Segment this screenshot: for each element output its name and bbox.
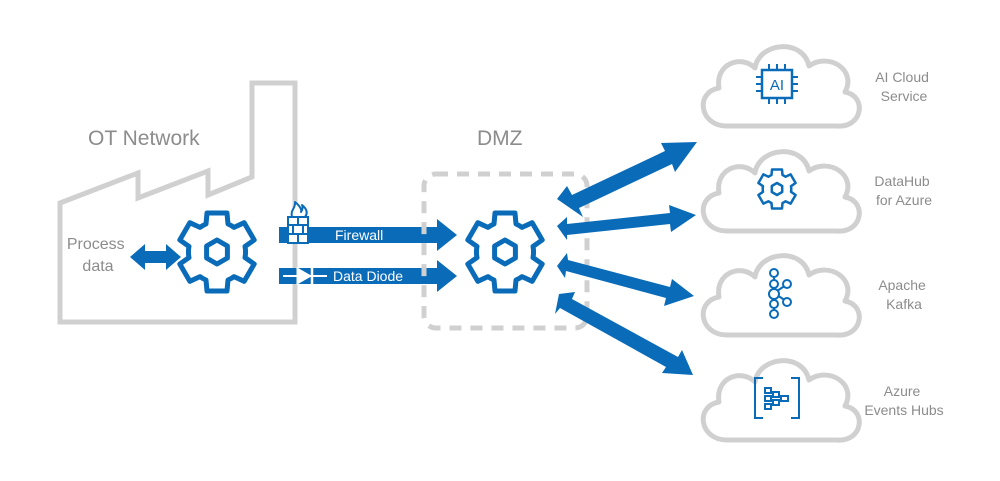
event-hubs-node [703, 361, 859, 440]
firewall-icon [287, 201, 309, 244]
factory-outline [57, 80, 298, 325]
ai-chip-text: AI [770, 77, 784, 94]
outgoing-arrows [555, 142, 697, 375]
data-diode-label: Data Diode [333, 268, 403, 284]
ot-network-title: OT Network [88, 127, 200, 150]
ai-cloud-service-node: AI [703, 47, 859, 126]
double-arrow-icon [130, 244, 181, 270]
kafka-label: Apache Kafka [878, 277, 929, 312]
arrow-to-datahub [557, 205, 696, 240]
firewall-arrow [279, 219, 457, 251]
ot-gear-icon [180, 213, 254, 291]
dmz-gear-icon [468, 213, 542, 291]
firewall-label: Firewall [335, 227, 383, 243]
dmz-boundary [421, 171, 590, 331]
process-data-label: Process data [67, 236, 129, 275]
ai-cloud-service-label: AI Cloud Service [875, 69, 933, 104]
diode-icon [283, 267, 327, 285]
datahub-label: DataHub for Azure [874, 173, 933, 208]
dmz-title: DMZ [477, 127, 523, 150]
datahub-node [703, 152, 859, 231]
kafka-icon [768, 268, 792, 319]
event-hubs-icon [754, 377, 800, 419]
arrow-to-event-hubs [555, 292, 693, 375]
arrow-to-ai-cloud [557, 142, 697, 217]
arrow-to-kafka [557, 253, 694, 306]
ai-chip-icon: AI [756, 64, 798, 104]
kafka-node [703, 256, 859, 335]
data-diode-arrow [279, 260, 457, 292]
event-hubs-label: Azure Events Hubs [864, 383, 943, 418]
